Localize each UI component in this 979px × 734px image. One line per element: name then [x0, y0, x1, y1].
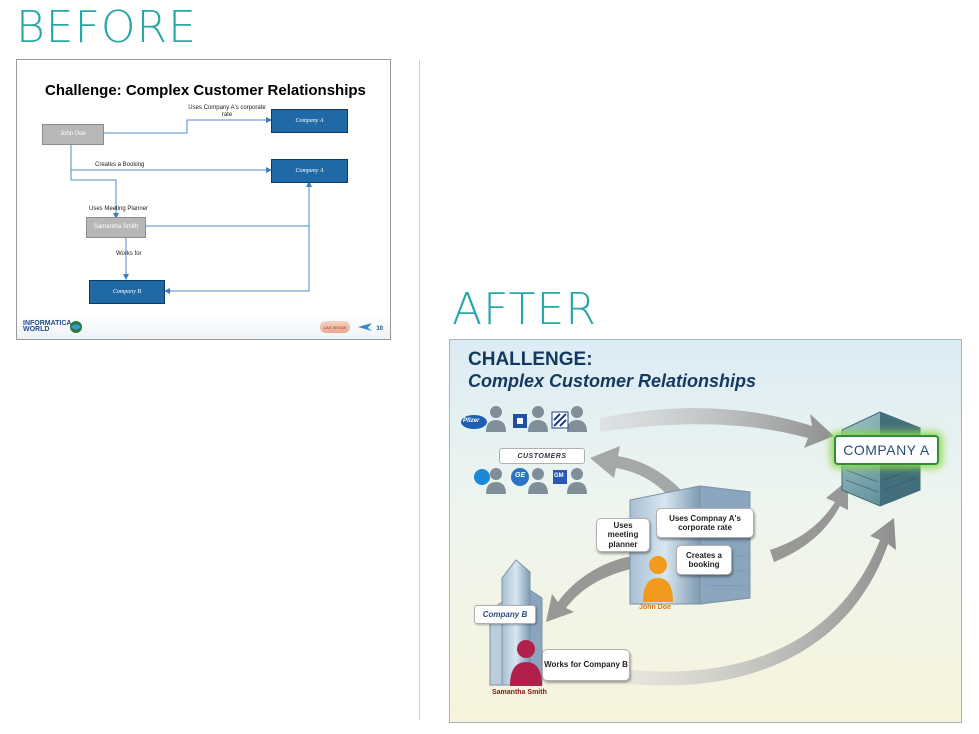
arrow-john-to-company-a [770, 480, 848, 562]
vegas-logo: LAS VEGAS [320, 321, 350, 333]
callout-creates-booking: Creates a booking [676, 545, 732, 575]
pfizer-logo-text: Pfizer [463, 418, 480, 424]
samantha-smith-figure [510, 640, 542, 686]
att-logo [474, 469, 490, 485]
ge-logo-text: GE [515, 472, 526, 479]
before-connectors [70, 117, 312, 294]
node-company-a-1: Company A [271, 109, 348, 133]
label-creates-booking: Creates a Booking [95, 162, 145, 168]
node-john-doe: John Doe [42, 124, 104, 145]
company-b-label: Company B [474, 605, 536, 624]
after-title-line1: CHALLENGE: [468, 349, 593, 370]
customers-label: CUSTOMERS [499, 448, 585, 464]
stripes-logo [551, 411, 569, 429]
callout-works-for-company-b: Works for Company B [542, 649, 630, 681]
john-doe-name: John Doe [639, 604, 671, 611]
after-slide: CHALLENGE: Complex Customer Relationship… [449, 339, 962, 723]
label-corporate-rate: Uses Company A's corporate rate [188, 105, 266, 119]
page-number: 10 [376, 326, 383, 332]
samantha-smith-name: Samantha Smith [492, 689, 547, 696]
globe-icon [70, 321, 82, 333]
customer-people-icons [486, 406, 587, 494]
ge-logo [511, 468, 529, 486]
after-title-line2: Complex Customer Relationships [468, 371, 757, 391]
node-company-b: Company B [89, 280, 165, 304]
arrow-john-to-company-b [546, 556, 635, 622]
label-meeting-planner: Uses Meeting Planner [89, 206, 149, 212]
node-samantha-smith: Samantha Smith [86, 217, 146, 238]
gm-logo-text: GM [554, 473, 564, 479]
john-doe-figure [643, 556, 673, 602]
company-a-label: COMPANY A [834, 435, 939, 465]
before-heading: BEFORE [16, 2, 197, 53]
bank-logo [513, 414, 527, 428]
callout-corporate-rate: Uses Compnay A's corporate rate [656, 508, 754, 538]
before-slide-title: Challenge: Complex Customer Relationship… [45, 82, 366, 99]
pfizer-logo [461, 415, 487, 429]
after-heading: AFTER [452, 284, 597, 335]
label-works-for: Works for [116, 251, 142, 257]
divider [419, 60, 420, 720]
before-slide: Challenge: Complex Customer Relationship… [16, 59, 391, 340]
node-company-a-2: Company A [271, 159, 348, 183]
gm-logo [553, 470, 567, 484]
arrow-customers-to-company-a [600, 408, 834, 448]
informatica-logo: INFORMATICA WORLD [23, 319, 72, 334]
bird-icon [358, 323, 372, 331]
arrow-john-to-customers [590, 446, 690, 508]
callout-meeting-planner: Uses meeting planner [596, 518, 650, 552]
